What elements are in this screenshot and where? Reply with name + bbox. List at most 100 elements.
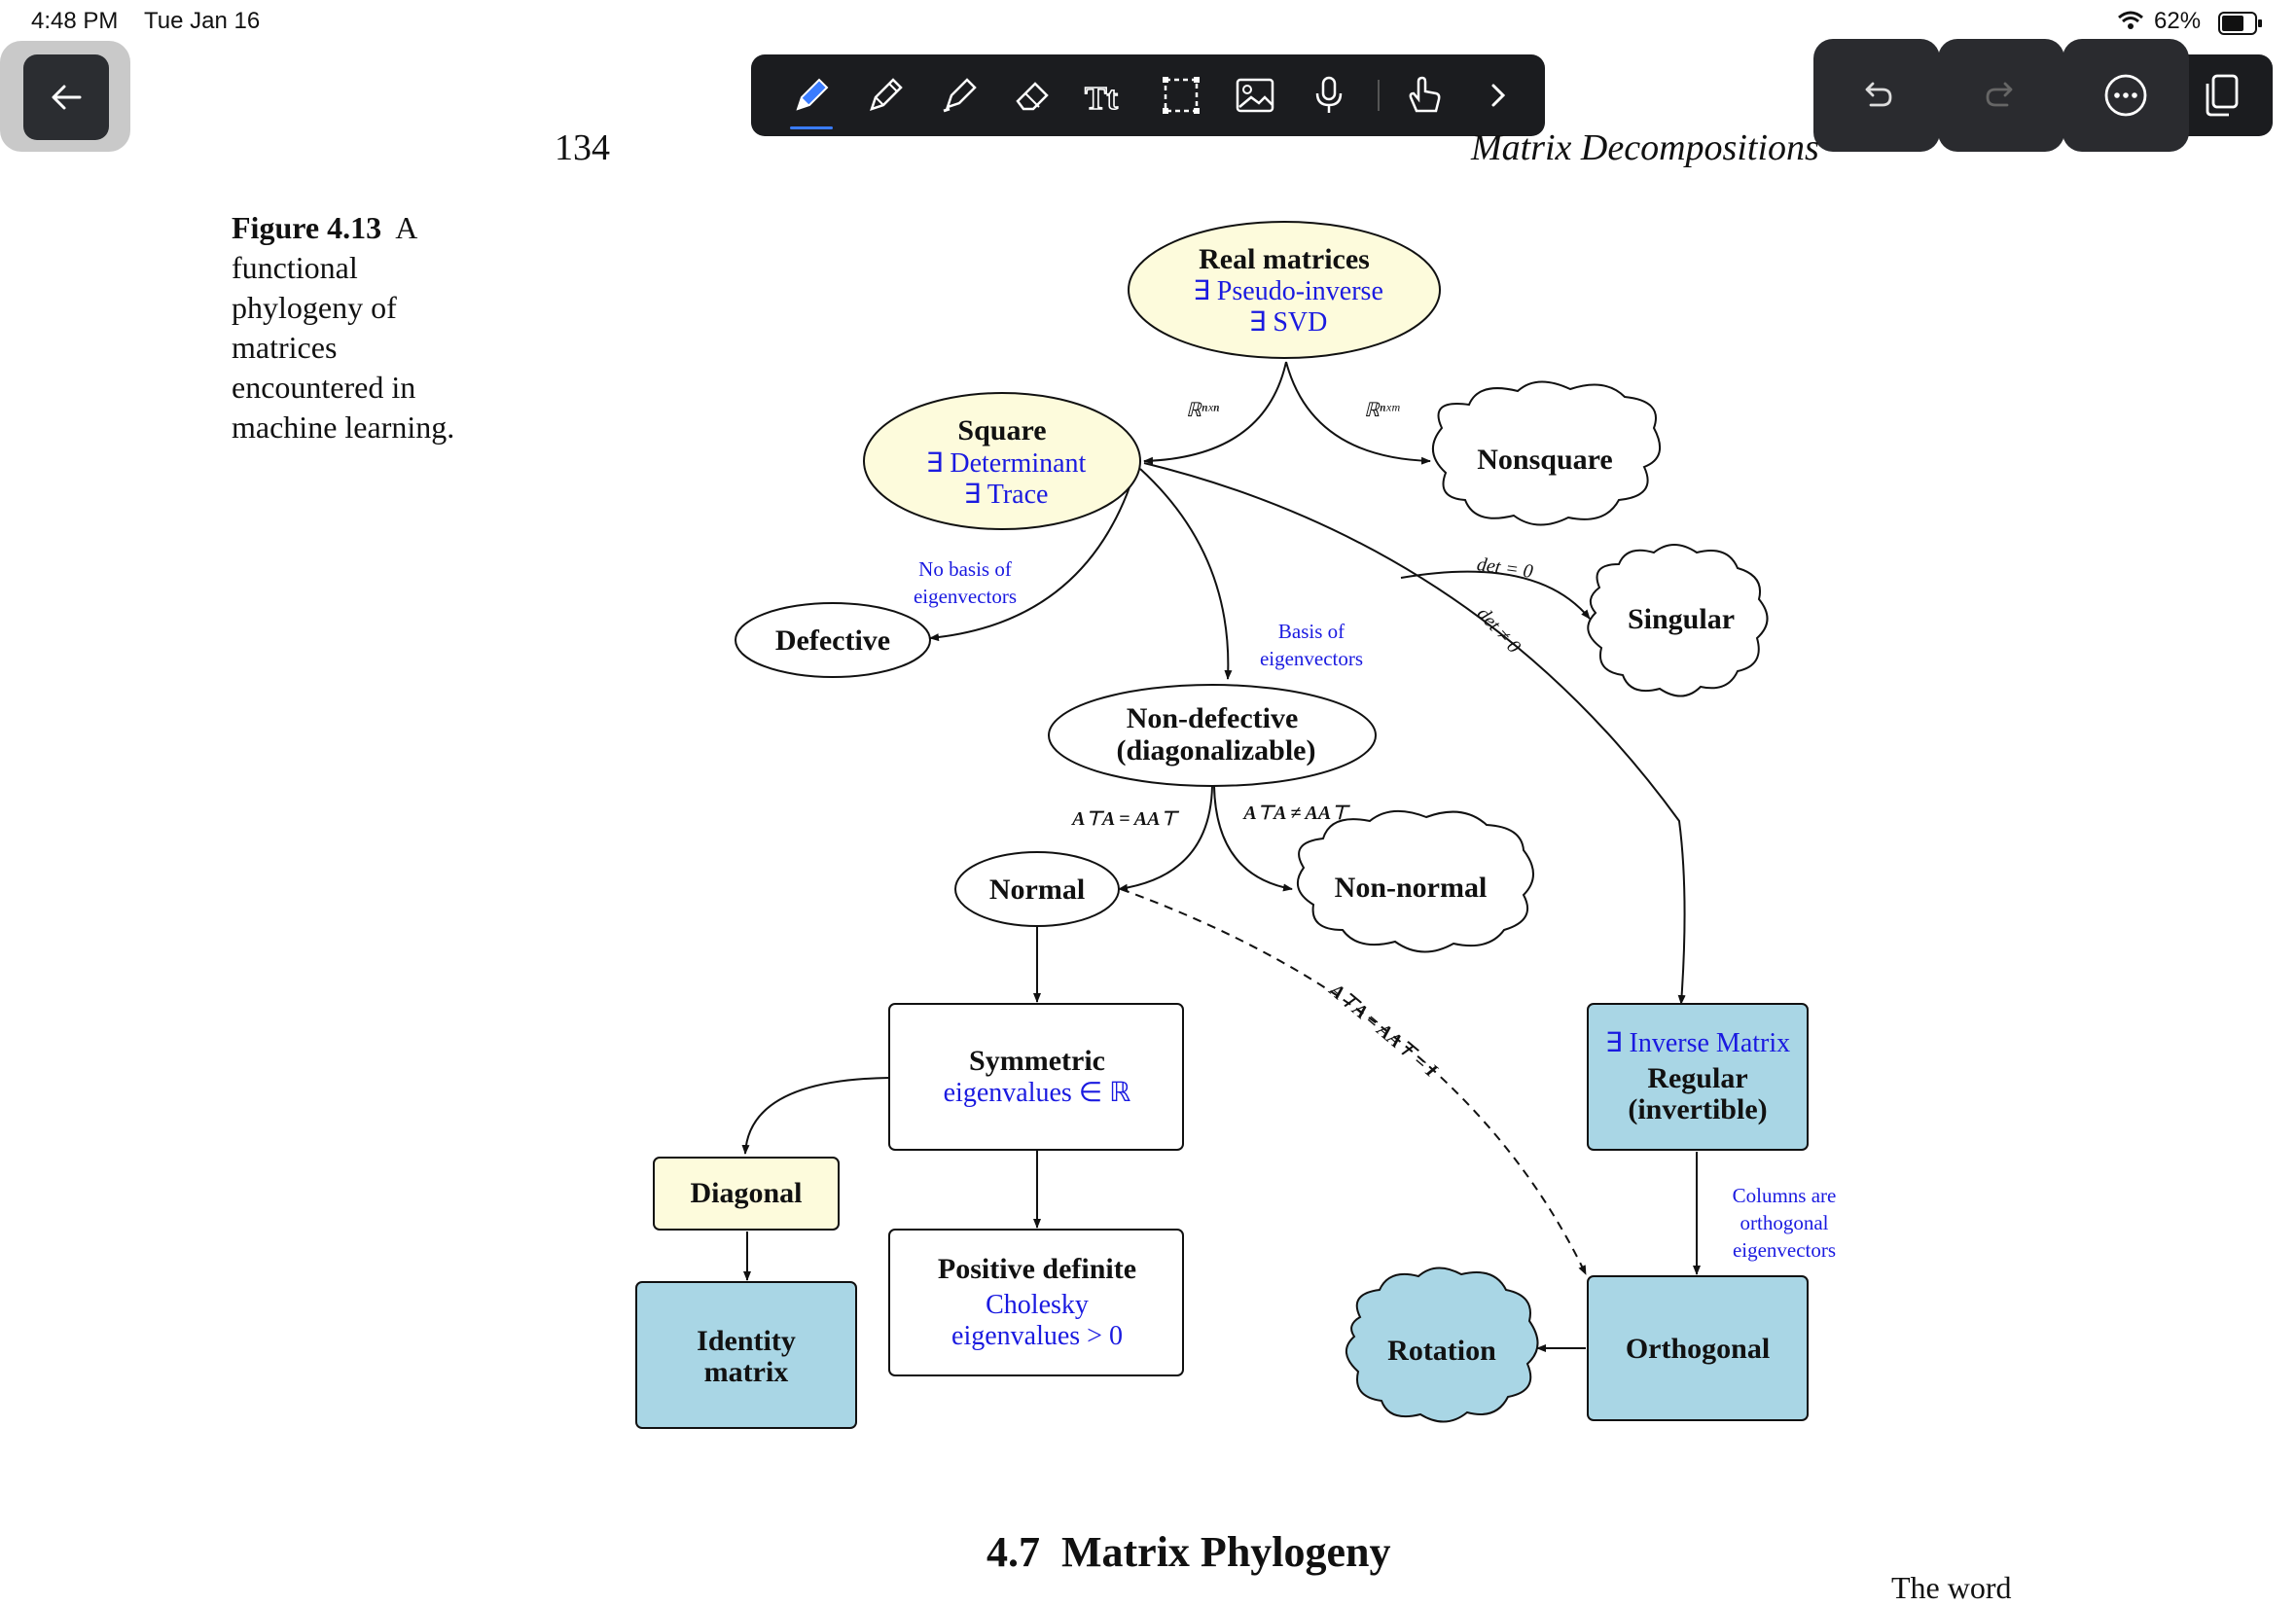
edge-nondefective-normal [1118,785,1213,892]
edge-label-normal-ne: A⊤A ≠ AA⊤ [1241,803,1350,824]
undo-icon [1865,82,1892,107]
node-nondefective-l2: (diagonalizable) [1116,734,1315,767]
node-normal [954,851,1120,927]
back-button[interactable] [0,41,130,152]
figure-caption: Figure 4.13 A functional phylogeny of ma… [232,208,523,447]
node-regular-title: Regular [1647,1062,1747,1094]
edge-label-basis-1: Basis of [1278,620,1345,643]
node-regular-invertible: (invertible) [1628,1093,1767,1125]
caption-line: machine learning. [232,410,455,445]
node-real-pseudoinverse: ∃ Pseudo-inverse [1193,276,1383,306]
microphone-icon[interactable] [1302,68,1356,123]
node-symmetric-title: Symmetric [969,1045,1105,1077]
redo-icon [1986,82,2013,107]
text-icon[interactable]: Tt [1080,68,1134,123]
page-number: 134 [555,127,610,168]
caption-line: encountered in [232,370,416,405]
node-singular [1587,544,1769,697]
running-head: Matrix Decompositions [1471,127,1819,168]
edge-label-normal-eq: A⊤A = AA⊤ [1070,808,1179,830]
node-square [863,392,1141,530]
edge-label-cols-2: orthogonal [1740,1211,1829,1234]
caption-label: Figure 4.13 [232,210,382,245]
node-real-matrices [1128,221,1441,359]
annotation-toolbar: Tt [751,54,1545,136]
node-nondefective [1048,684,1377,787]
battery-icon [2218,12,2263,40]
active-tool-indicator [790,126,833,129]
edge-square-singular [1400,570,1591,620]
status-time: 4:48 PM [31,8,119,34]
node-nonnormal [1296,809,1534,953]
caption-line: functional [232,250,358,285]
back-arrow-icon [23,54,109,140]
node-square-title: Square [957,414,1046,446]
node-square-determinant: ∃ Determinant [926,448,1087,479]
caption-line: matrices [232,330,338,365]
node-singular-label: Singular [1628,603,1735,635]
wifi-icon [2117,10,2144,36]
more-icon [2104,74,2147,117]
eraser-icon[interactable] [1006,68,1060,123]
edge-label-nobasis-2: eigenvectors [914,585,1017,608]
node-posdef [888,1229,1184,1376]
node-symmetric-eigen: eigenvalues ∈ ℝ [944,1078,1131,1108]
battery-percent: 62% [2154,8,2202,34]
caption-line: A [395,210,418,245]
lasso-select-icon[interactable] [1154,68,1208,123]
node-nonnormal-label: Non-normal [1335,872,1488,904]
highlighter-icon[interactable] [932,68,987,123]
edge-label-rnm: ℝⁿˣᵐ [1364,400,1400,421]
section-title: Matrix Phylogeny [1061,1528,1391,1576]
node-nonsquare [1432,380,1662,526]
edge-real-nonsquare [1285,361,1431,465]
edge-nondefective-nonnormal [1213,785,1293,892]
node-posdef-cholesky: Cholesky [986,1290,1089,1320]
node-orthogonal-label: Orthogonal [1626,1333,1770,1365]
node-diagonal [653,1157,840,1231]
hand-pointer-icon[interactable] [1397,68,1452,123]
more-button[interactable] [2063,39,2189,152]
pen-icon[interactable] [784,68,839,123]
node-square-trace: ∃ Trace [964,480,1049,510]
node-regular [1587,1003,1809,1151]
node-regular-inverse: ∃ Inverse Matrix [1605,1028,1790,1058]
node-defective [735,602,931,678]
node-orthogonal [1587,1275,1809,1421]
node-rotation [1345,1267,1539,1423]
node-diagonal-label: Diagonal [690,1177,802,1209]
edge-label-orth-eq: A⊤A = AA⊤ = I [1324,979,1443,1083]
pages-icon [2206,74,2239,117]
node-defective-label: Defective [775,625,890,657]
edge-square-defective [929,466,1137,642]
edge-label-det0: det = 0 [1476,553,1534,583]
undo-button[interactable] [1813,39,1940,152]
edge-label-basis-2: eigenvectors [1260,647,1363,670]
node-nonsquare-label: Nonsquare [1477,444,1612,476]
chevron-right-icon[interactable] [1471,68,1525,123]
redo-button[interactable] [1938,39,2064,152]
edge-square-nondefective [1139,468,1233,680]
pencil-icon[interactable] [858,68,913,123]
svg-text:Tt: Tt [1085,81,1119,117]
edges [741,361,1701,1352]
node-identity-l2: matrix [704,1356,789,1388]
node-real-title: Real matrices [1199,243,1370,275]
edge-label-cols-3: eigenvectors [1733,1238,1836,1262]
image-icon[interactable] [1228,68,1282,123]
edge-normal-orthogonal [1120,888,1587,1275]
toolbar-divider [1378,80,1380,111]
edge-label-detne0: det ≠ 0 [1473,603,1525,658]
node-nondefective-l1: Non-defective [1127,702,1299,734]
edge-label-cols-1: Columns are [1733,1184,1837,1207]
node-identity [635,1281,857,1429]
node-posdef-eigen: eigenvalues > 0 [951,1321,1123,1351]
node-normal-label: Normal [989,874,1085,906]
pages-button[interactable] [2168,39,2275,152]
node-real-svd: ∃ SVD [1249,307,1328,338]
edge-label-nobasis-1: No basis of [918,557,1012,581]
caption-line: phylogeny of [232,290,397,325]
edge-label-rnn: ℝⁿˣⁿ [1186,400,1220,421]
node-rotation-label: Rotation [1387,1335,1496,1367]
